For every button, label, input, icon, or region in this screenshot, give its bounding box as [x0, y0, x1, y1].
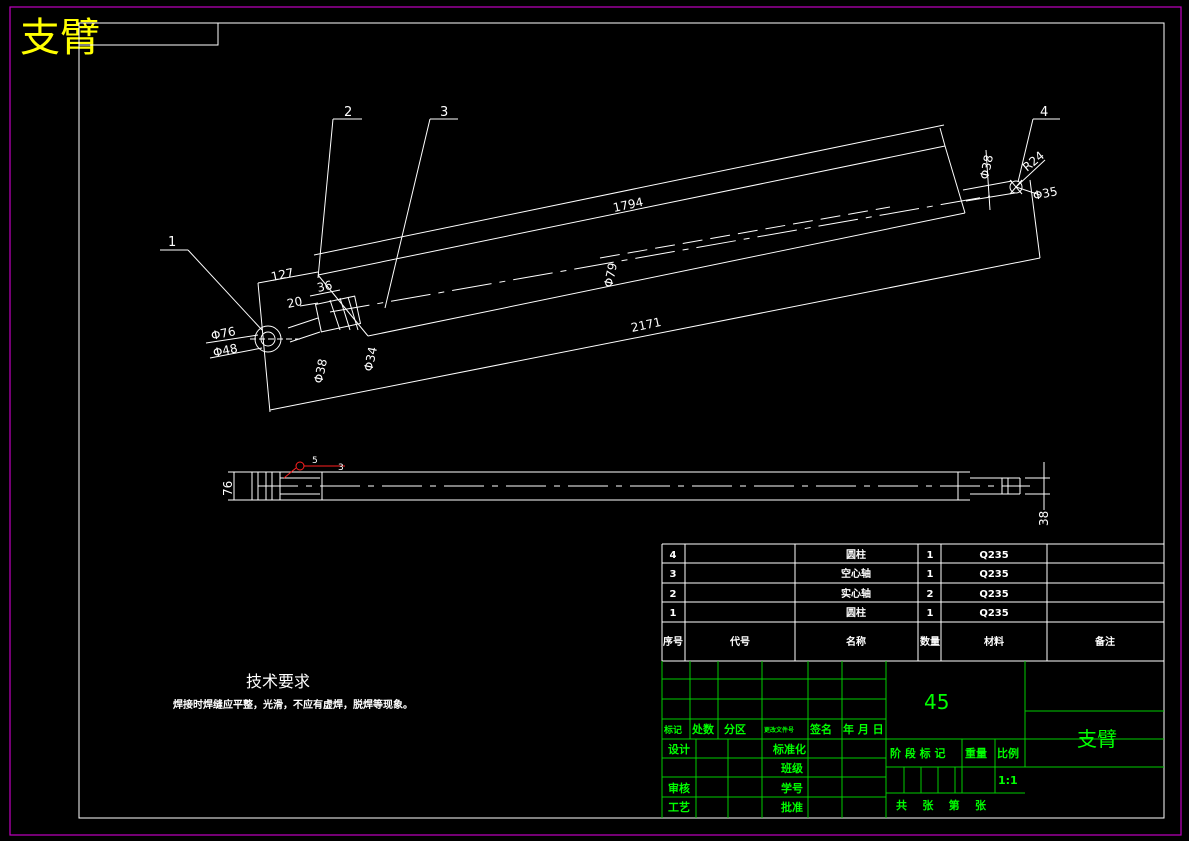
zone-label: 分区 [724, 722, 746, 736]
student-no-label: 学号 [781, 781, 803, 795]
dim-phi35: Φ35 [1032, 184, 1059, 203]
mark-label: 标记 [663, 724, 682, 736]
weight-label: 重量 [965, 746, 987, 760]
title-block-grid [661, 661, 1164, 818]
header-note: 备注 [1094, 635, 1115, 648]
header-no: 序号 [663, 635, 683, 648]
parts-table: 4 圆柱 1 Q235 3 空心轴 1 Q235 2 实心轴 2 Q235 1 … [663, 548, 1115, 648]
row2-material: Q235 [979, 589, 1008, 600]
part-name: 支臂 [1077, 727, 1117, 751]
balloon-3: 3 [440, 105, 448, 120]
row3-name: 空心轴 [841, 567, 871, 580]
sheet-border [9, 6, 1182, 836]
row1-name: 圆柱 [846, 606, 866, 619]
row3-no: 3 [670, 569, 677, 580]
review-label: 审核 [668, 781, 690, 795]
row2-qty: 2 [927, 589, 934, 600]
balloon-4: 4 [1040, 105, 1048, 120]
dim-2171: 2171 [630, 315, 663, 335]
scale-value: 1:1 [998, 774, 1018, 787]
date-label: 年 月 日 [843, 722, 884, 736]
approve-label: 批准 [781, 800, 803, 814]
row3-material: Q235 [979, 569, 1008, 580]
row3-qty: 1 [927, 569, 934, 580]
dim-36: 36 [316, 278, 334, 295]
change-doc-label: 更改文件号 [764, 726, 794, 734]
sheets-label: 共 张 第 张 [896, 798, 987, 812]
weld-size-5: 5 [312, 456, 318, 466]
sign-label: 签名 [809, 722, 832, 736]
header-material: 材料 [984, 635, 1004, 648]
class-label: 班级 [781, 761, 804, 775]
header-code: 代号 [729, 635, 750, 648]
standard-label: 标准化 [772, 742, 806, 756]
count-label: 处数 [691, 722, 715, 736]
header-name: 名称 [846, 635, 866, 648]
scale-label: 比例 [997, 746, 1019, 760]
dim-127: 127 [270, 265, 295, 283]
dim-phi79: Φ79 [601, 262, 620, 289]
design-label: 设计 [668, 742, 690, 756]
row4-qty: 1 [927, 550, 934, 561]
stage-label: 阶 段 标 记 [890, 746, 946, 760]
row2-no: 2 [670, 589, 677, 600]
tech-requirements-text: 焊接时焊缝应平整，光滑，不应有虚焊，脱焊等现象。 [173, 700, 413, 711]
dim-phi38-left: Φ38 [311, 358, 330, 385]
parts-table-grid [661, 543, 1164, 662]
dim-76: 76 [221, 481, 235, 496]
row4-material: Q235 [979, 550, 1008, 561]
side-view [228, 462, 1050, 510]
drawing-title: 支臂 [20, 15, 100, 61]
dim-phi34: Φ34 [361, 346, 380, 373]
balloon-2: 2 [344, 105, 352, 120]
dim-r24: R24 [1020, 148, 1047, 174]
dim-phi76: Φ76 [210, 324, 237, 343]
inner-frame [78, 22, 1165, 819]
tech-requirements-title: 技术要求 [246, 672, 311, 691]
weld-size-3: 3 [338, 463, 344, 473]
row1-material: Q235 [979, 608, 1008, 619]
title-block: 45 支臂 标记 处数 分区 更改文件号 签名 年 月 日 设计 标准化 班级 … [663, 690, 1117, 814]
weld-symbol [283, 461, 345, 479]
row2-name: 实心轴 [841, 587, 871, 600]
row4-name: 圆柱 [846, 548, 866, 561]
material-value: 45 [924, 690, 949, 714]
dim-phi38-right: Φ38 [977, 154, 996, 181]
dim-20: 20 [286, 294, 304, 311]
dim-phi48: Φ48 [212, 341, 239, 360]
craft-label: 工艺 [668, 800, 690, 814]
row1-no: 1 [670, 608, 677, 619]
dim-1794: 1794 [612, 195, 645, 215]
row4-no: 4 [670, 550, 677, 561]
row1-qty: 1 [927, 608, 934, 619]
label-box [78, 22, 219, 46]
main-view [160, 118, 1060, 413]
header-qty: 数量 [920, 635, 940, 648]
dim-38: 38 [1037, 511, 1051, 526]
balloon-1: 1 [168, 235, 176, 250]
